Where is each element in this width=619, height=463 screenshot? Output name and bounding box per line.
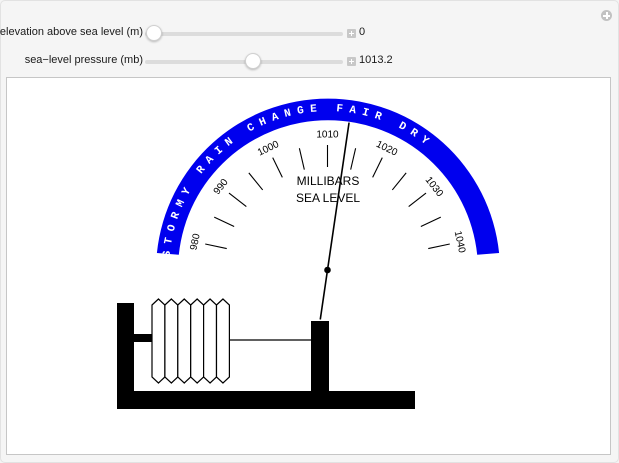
bellows-segment <box>164 298 179 384</box>
bellows-mount <box>134 334 152 342</box>
tick-mark <box>408 192 427 208</box>
pressure-slider-thumb[interactable] <box>244 53 261 69</box>
tick-mark <box>350 148 357 170</box>
pressure-slider[interactable] <box>145 53 343 69</box>
tick-mark <box>391 172 407 191</box>
barometer-graphic: STORMY RAIN CHANGE FAIR DRY 980990100010… <box>117 98 500 409</box>
bellows-segment <box>151 298 166 384</box>
tick-mark <box>420 216 442 227</box>
aneroid-bellows <box>151 298 230 384</box>
sea-level-label: SEA LEVEL <box>296 191 360 205</box>
pressure-control: sea−level pressure (mb) 1013.2 <box>1 51 619 71</box>
frame-base <box>117 391 415 409</box>
tick-label: 1020 <box>374 139 399 159</box>
tick-mark <box>428 243 450 250</box>
bellows-segment <box>203 298 218 384</box>
elevation-slider[interactable] <box>145 25 343 41</box>
elevation-expand-icon[interactable] <box>347 29 356 38</box>
elevation-label: elevation above sea level (m) <box>0 26 143 38</box>
tick-mark <box>372 157 383 178</box>
tick-mark <box>205 243 227 250</box>
tick-label: 980 <box>188 232 202 251</box>
bellows-segment <box>177 298 192 384</box>
aneroid-mechanism <box>117 298 415 409</box>
frame-left-post <box>117 303 134 409</box>
tick-mark <box>248 172 264 191</box>
elevation-value: 0 <box>359 26 366 38</box>
pressure-ticks <box>205 145 450 250</box>
tick-label: 1010 <box>316 130 339 141</box>
tick-label: 1040 <box>452 230 467 254</box>
pressure-needle <box>319 122 350 320</box>
pressure-expand-icon[interactable] <box>347 57 356 66</box>
weather-band <box>156 98 500 255</box>
elevation-slider-thumb[interactable] <box>145 25 162 41</box>
pressure-value: 1013.2 <box>359 54 393 66</box>
plus-circle-icon[interactable] <box>601 10 612 21</box>
tick-label: 1030 <box>423 175 446 200</box>
pressure-label: sea−level pressure (mb) <box>24 54 143 66</box>
tick-mark <box>228 192 247 208</box>
needle-post <box>311 321 329 393</box>
bellows-segment <box>215 298 230 384</box>
elevation-control: elevation above sea level (m) 0 <box>0 23 619 43</box>
tick-mark <box>298 148 305 170</box>
needle-pivot <box>324 266 331 274</box>
millibars-label: MILLIBARS <box>297 174 360 188</box>
tick-mark <box>272 157 283 178</box>
bellows-segment <box>190 298 205 384</box>
tick-label: 1000 <box>256 139 281 159</box>
tick-label: 990 <box>212 177 231 197</box>
tick-mark <box>213 216 235 227</box>
